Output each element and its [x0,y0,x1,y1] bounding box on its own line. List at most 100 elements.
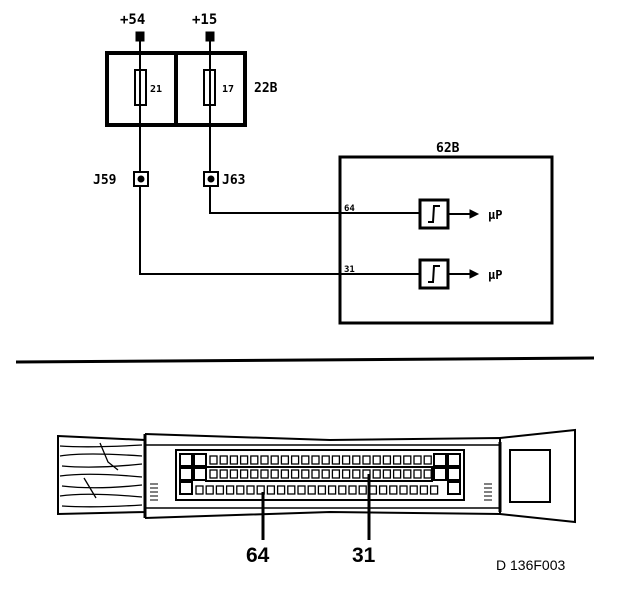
power-pin-r3 [447,481,461,495]
connector-pin [338,485,347,495]
junction-label-right: J63 [222,173,245,188]
connector-pin [372,455,381,465]
connector-pin [327,485,337,495]
ecu-output-label-bottom: µP [488,268,502,282]
supply-terminal-left [135,31,145,42]
connector-pin [256,485,265,495]
connector-pin [423,469,432,479]
connector-pin [209,455,218,465]
wire-54-to-ecu [139,186,420,275]
wire-harness-strands [59,442,143,508]
junction-label-left: J59 [93,173,116,188]
connector-pin [236,485,245,495]
connector-pin [429,485,439,495]
ecu-pin-label-top: 64 [344,204,355,214]
connector-pin [423,455,432,465]
connector-pin [246,485,255,495]
connector-pin [307,485,316,495]
power-pin-br [433,467,447,481]
connector-pin [219,469,228,479]
connector-pin [321,469,330,479]
supply-label-right: +15 [192,12,217,28]
power-pin-bl2 [193,467,207,481]
connector-pin [389,485,398,495]
fuse-box-label: 22B [254,81,278,96]
connector-pin [419,485,429,495]
connector-pin [413,469,422,479]
connector-pin [270,455,279,465]
connector-pin [392,455,402,465]
connector-pin [270,469,279,479]
connector-pin [225,485,235,495]
connector-pin [290,469,300,479]
fuse-label-left: 21 [150,84,162,95]
connector-pin [413,455,422,465]
connector-pin [287,485,296,495]
connector-pin [331,469,341,479]
connector-pin [341,455,351,465]
connector-pin [311,455,320,465]
ecu-output-label-top: µP [488,208,502,222]
connector-pin [250,469,259,479]
power-pin-l3 [179,481,193,495]
connector-housing-slot [509,449,551,503]
connector-pin [378,485,388,495]
power-pin-tr2 [447,453,461,467]
ecu-pin-label-bottom: 31 [344,265,355,275]
ecu-box [338,155,554,325]
connector-pin [331,455,341,465]
connector-pin [229,469,239,479]
connector-pin [280,469,290,479]
connector-pin [297,485,306,495]
connector-pin-label-64: 64 [246,544,270,567]
connector-pin [290,455,300,465]
supply-label-left: +54 [120,12,145,28]
supply-terminal-right [205,31,215,42]
connector-ribs-left [150,483,158,501]
ecu-label: 62B [436,141,460,156]
connector-pin [195,485,204,495]
ecu-output-arrow-top [469,209,480,219]
connector-pin-label-31: 31 [352,544,376,567]
connector-pin [301,455,310,465]
power-pin-tl2 [193,453,207,467]
connector-pin [348,485,357,495]
connector-pin [205,485,214,495]
connector-pin [215,485,225,495]
ecu-input-symbol-top [428,205,440,223]
power-pin-tl [179,453,193,467]
connector-pin [311,469,320,479]
connector-pin [341,469,351,479]
connector-pin [382,455,392,465]
connector-pin [239,455,249,465]
connector-pin [403,455,412,465]
connector-housing-right [499,428,576,524]
connector-pin [382,469,392,479]
connector-pin [229,455,239,465]
connector-drawing [57,428,576,540]
connector-pin [260,455,269,465]
junction-j59-dot [137,175,145,183]
power-pin-br2 [447,467,461,481]
figure-reference: D 136F003 [496,557,565,573]
fuse-label-right: 17 [222,84,234,95]
ecu-output-arrow-bottom [469,269,480,279]
connector-pin [352,469,361,479]
connector-pin [358,485,367,495]
connector-pin [239,469,249,479]
connector-ribs-right [484,483,492,501]
connector-pin [209,469,218,479]
connector-pin [399,485,408,495]
connector-pin [260,469,269,479]
connector-pin [392,469,402,479]
connector-pin [362,455,371,465]
wire-15-to-ecu [209,186,420,214]
connector-pin [280,455,290,465]
connector-pin [317,485,327,495]
connector-pin [321,455,330,465]
connector-pin [266,485,276,495]
schematic [105,31,554,325]
section-divider [15,356,595,364]
connector-pin [372,469,381,479]
